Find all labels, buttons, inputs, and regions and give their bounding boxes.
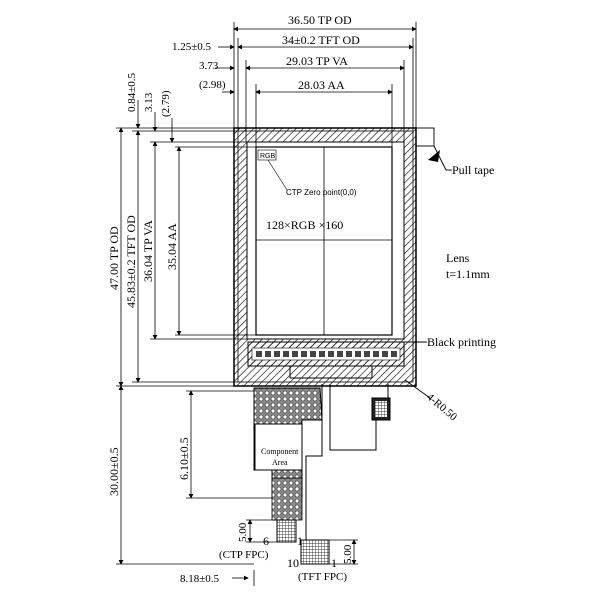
tft-fpc-label: (TFT FPC)	[298, 571, 347, 583]
dim-3-73: 3.73	[199, 60, 219, 72]
lens-label: Lens	[446, 251, 470, 265]
dim-1-25: 1.25±0.5	[172, 41, 212, 53]
ctp-zero-point-label: CTP Zero point(0,0)	[286, 188, 357, 197]
pad-row	[256, 351, 397, 357]
dim-5-00-tft: 5.00	[342, 544, 354, 564]
dim-2-98: (2.98)	[199, 79, 226, 91]
top-dimension-lines	[215, 22, 417, 147]
left-dimension-lines	[116, 100, 358, 586]
dim-0-84: 0.84±0.5	[126, 72, 138, 112]
rgb-tag: RGB	[260, 153, 276, 160]
dim-fpc-length: 30.00±0.5	[107, 447, 121, 496]
dim-tp-od-height: 47.00 TP OD	[107, 226, 121, 290]
component-area-label-1: Component	[261, 447, 299, 456]
pin-6-label: 6	[263, 534, 269, 548]
black-printing-label: Black printing	[427, 335, 496, 349]
pull-tape-arrow-icon	[428, 150, 440, 162]
dim-aa-height: 35.04 AA	[165, 223, 179, 270]
dim-3-13: 3.13	[143, 92, 155, 112]
pin-1-ctp-label: 1	[297, 534, 303, 548]
resolution-label: 128×RGB ×160	[266, 218, 343, 232]
dim-6-10: 6.10±0.5	[177, 437, 191, 480]
pin-1-tft-label: 1	[331, 556, 337, 570]
fpc-tail	[253, 384, 391, 565]
dim-2-79: (2.79)	[160, 90, 172, 117]
dim-5-00-ctp: 5.00	[237, 522, 249, 542]
ctp-fpc-label: (CTP FPC)	[219, 549, 269, 561]
dim-tp-od-width: 36.50 TP OD	[288, 13, 352, 27]
callout-lines	[404, 127, 452, 399]
dim-tp-va-height: 36.04 TP VA	[141, 220, 155, 282]
dim-tft-od-width: 34±0.2 TFT OD	[282, 33, 360, 47]
panel-body	[233, 127, 417, 387]
lens-thickness-label: t=1.1mm	[446, 267, 490, 281]
dim-aa-width: 28.03 AA	[298, 78, 345, 92]
corner-radius-label: 4-R0.50	[424, 391, 459, 423]
dim-8-18: 8.18±0.5	[180, 573, 220, 585]
dim-tft-od-height: 45.83±0.2 TFT OD	[124, 215, 138, 308]
pin-10-label: 10	[287, 556, 299, 570]
pull-tape-label: Pull tape	[452, 163, 494, 177]
dim-tp-va-width: 29.03 TP VA	[286, 54, 348, 68]
component-area-label-2: Area	[272, 458, 288, 467]
